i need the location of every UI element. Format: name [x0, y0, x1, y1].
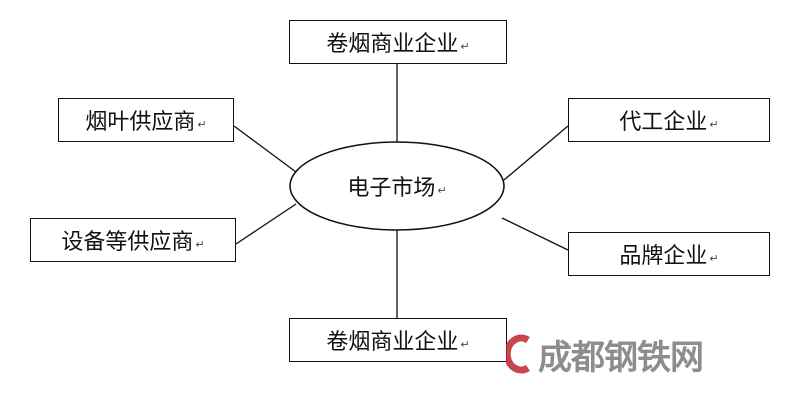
node-left-top-label: 烟叶供应商 [85, 110, 196, 135]
connector-right-bottom [501, 217, 569, 251]
node-right-bottom-label: 品牌企业 [619, 244, 708, 269]
connector-left-bottom [235, 203, 297, 245]
paragraph-mark-icon: ↵ [195, 237, 205, 251]
watermark-logo-icon [503, 334, 536, 374]
paragraph-mark-icon: ↵ [437, 183, 447, 197]
node-bottom: 卷烟商业企业↵ [289, 318, 507, 362]
paragraph-mark-icon: ↵ [709, 251, 719, 265]
connector-left-top [233, 125, 297, 173]
node-top: 卷烟商业企业↵ [289, 20, 507, 64]
connector-right-top [503, 125, 569, 181]
node-right-top-label: 代工企业 [619, 110, 708, 135]
node-top-label: 卷烟商业企业 [326, 32, 459, 57]
node-left-bottom: 设备等供应商↵ [30, 218, 236, 262]
center-node-label: 电子市场↵ [290, 142, 504, 230]
paragraph-mark-icon: ↵ [460, 39, 470, 53]
node-right-top: 代工企业↵ [568, 98, 770, 142]
node-left-top: 烟叶供应商↵ [58, 98, 234, 142]
center-label: 电子市场 [347, 176, 436, 201]
watermark-text: 成都钢铁网 [538, 337, 704, 378]
node-right-bottom: 品牌企业↵ [568, 232, 770, 276]
paragraph-mark-icon: ↵ [197, 117, 207, 131]
paragraph-mark-icon: ↵ [460, 337, 470, 351]
paragraph-mark-icon: ↵ [709, 117, 719, 131]
site-watermark: 成都钢铁网 [503, 324, 704, 384]
node-left-bottom-label: 设备等供应商 [61, 230, 194, 255]
node-bottom-label: 卷烟商业企业 [326, 330, 459, 355]
